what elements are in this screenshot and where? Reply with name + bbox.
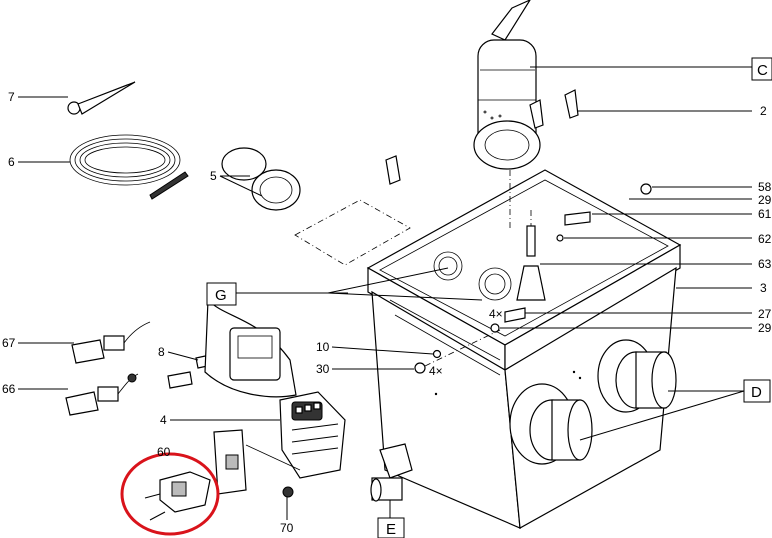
hose-coil <box>69 134 189 200</box>
callout-5: 5 <box>210 169 217 183</box>
callout-4x-lower: 4× <box>429 364 443 378</box>
callout-29-bottom: 29 <box>758 321 772 335</box>
callout-8: 8 <box>158 345 165 359</box>
callout-4: 4 <box>160 413 167 427</box>
svg-text:E: E <box>386 521 396 538</box>
boxed-label-d: D <box>743 379 771 403</box>
callout-7: 7 <box>8 90 15 104</box>
bracket-60 <box>144 429 301 521</box>
inlet-e <box>370 443 413 502</box>
boxed-label-e: E <box>377 517 405 538</box>
callout-70: 70 <box>280 521 294 535</box>
cable-connectors <box>65 321 151 416</box>
ground-spike <box>67 81 136 115</box>
callout-2: 2 <box>760 104 767 118</box>
boxed-label-c: C <box>751 57 772 81</box>
callout-4x-upper: 4× <box>489 307 503 321</box>
screws-10-30 <box>414 329 501 374</box>
connector-8 <box>167 298 297 398</box>
callout-63: 63 <box>758 257 772 271</box>
filter-housing <box>366 169 682 529</box>
callout-29-top: 29 <box>758 193 772 207</box>
callout-58: 58 <box>758 180 772 194</box>
callout-27: 27 <box>758 307 772 321</box>
svg-text:C: C <box>757 62 768 79</box>
highlight-circle <box>120 452 220 536</box>
clip-parts <box>385 89 579 185</box>
svg-text:D: D <box>751 384 762 401</box>
callout-67: 67 <box>2 336 16 350</box>
svg-text:G: G <box>215 287 227 304</box>
leader-lines <box>18 66 752 520</box>
callout-10: 10 <box>316 340 330 354</box>
callout-3: 3 <box>760 281 767 295</box>
screws-27-29 <box>490 307 526 333</box>
hose-clamps <box>221 147 411 266</box>
callout-6: 6 <box>8 155 15 169</box>
callout-60: 60 <box>157 445 171 459</box>
uvc-clarifier <box>473 0 541 230</box>
pump-unit <box>279 391 346 479</box>
callout-62: 62 <box>758 232 772 246</box>
callout-66: 66 <box>2 382 16 396</box>
boxed-label-g: G <box>206 282 237 306</box>
callout-30: 30 <box>316 362 330 376</box>
callout-61: 61 <box>758 207 772 221</box>
